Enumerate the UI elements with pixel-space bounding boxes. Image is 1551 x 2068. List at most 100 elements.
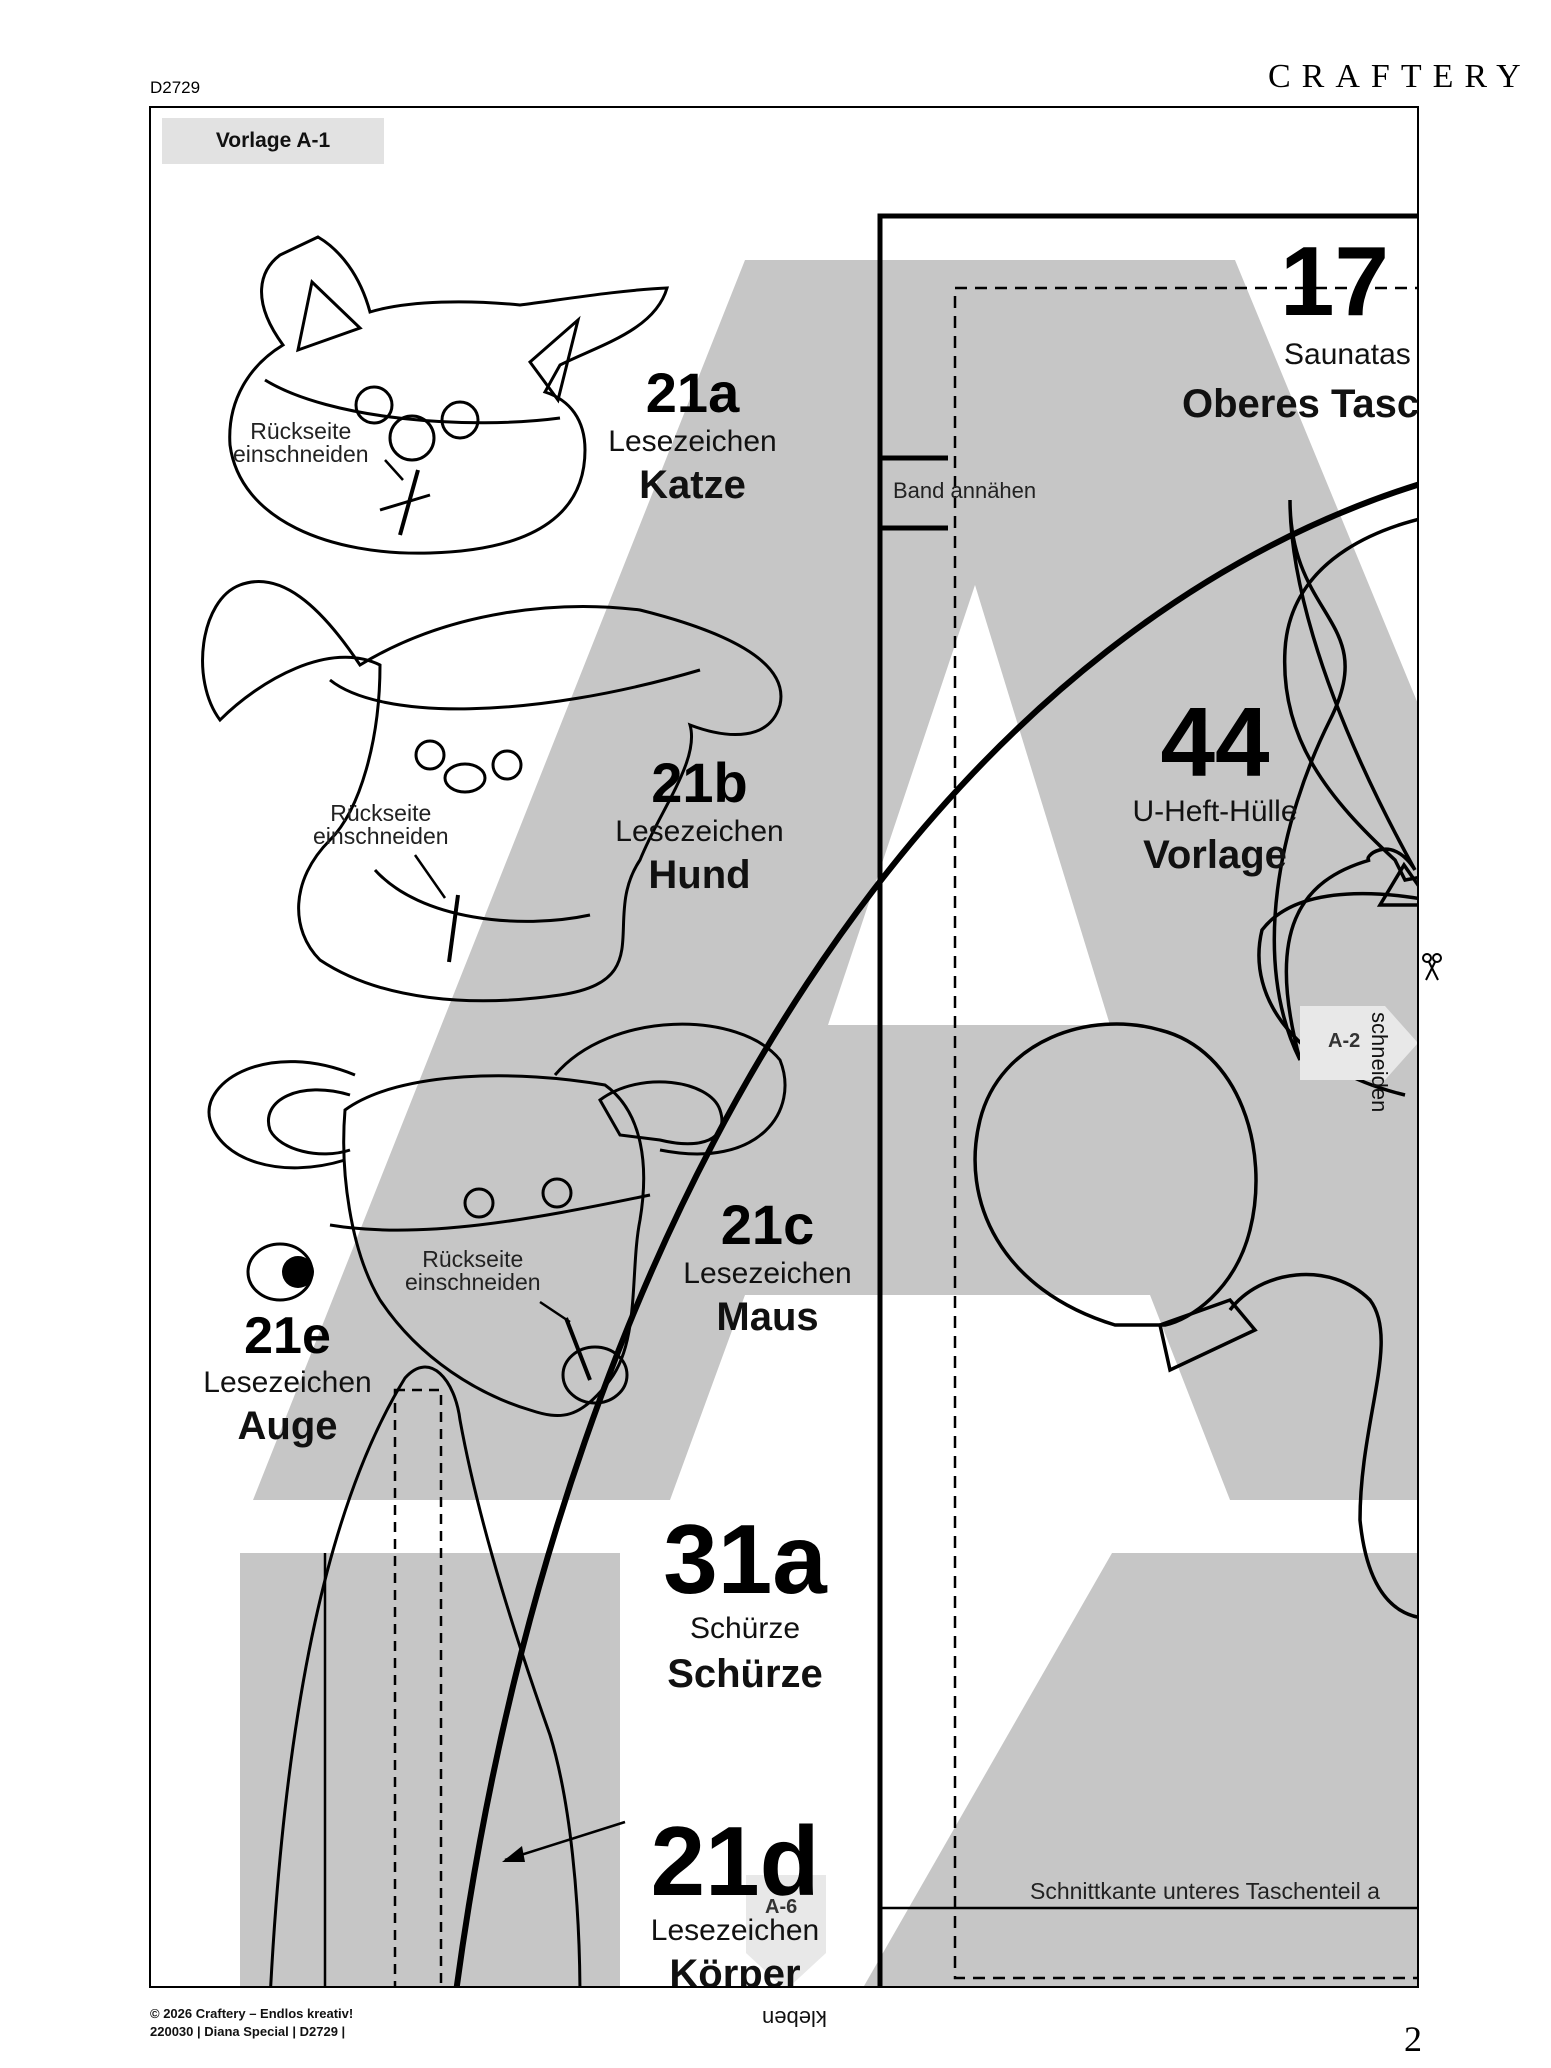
piece-name: Schürze — [667, 1652, 823, 1696]
piece-subtitle: Lesezeichen — [683, 1257, 852, 1290]
mouse-ear-left — [207, 1060, 356, 1170]
balloon-top-knot — [1376, 861, 1418, 907]
piece-subtitle: Saunatas — [1284, 338, 1411, 371]
note-line-1: Rückseite — [250, 418, 352, 444]
eye-piece-pupil — [282, 1256, 314, 1288]
piece-subtitle: Lesezeichen — [650, 1914, 820, 1947]
dog-arrow — [413, 854, 447, 899]
mouse-inner-ear-right — [598, 1080, 724, 1146]
scissors-icon — [1422, 953, 1442, 981]
dog-eye-left — [414, 739, 446, 771]
piece-subtitle: Schürze — [689, 1612, 801, 1645]
mouse-head-outline — [342, 1074, 646, 1417]
note-line-2: einschneiden — [233, 441, 369, 467]
footer-line-1: © 2026 Craftery – Endlos kreativ! — [150, 2006, 354, 2021]
connector-a6-shape — [746, 1875, 826, 1987]
mouse-eye-right — [541, 1177, 573, 1209]
balloon-left — [973, 1022, 1258, 1327]
note-line-2: einschneiden — [313, 823, 449, 849]
balloon-left-knot — [1157, 1297, 1258, 1373]
mouse-collar — [329, 1193, 651, 1232]
piece-name: Körper — [669, 1952, 801, 1986]
mouse-note: Rückseite einschneiden — [405, 1248, 541, 1294]
background-letter-a-bottom — [863, 1553, 1418, 1987]
dog-note: Rückseite einschneiden — [313, 802, 449, 848]
note-line-2: einschneiden — [405, 1269, 541, 1295]
balloon-large — [1272, 499, 1417, 1061]
piece-name: Katze — [639, 463, 746, 507]
piece-21e-label: 21e Lesezeichen Auge — [190, 1310, 385, 1446]
balloon-string — [1228, 1272, 1418, 1619]
piece-number: 21c — [720, 1193, 815, 1256]
piece-17-outline — [877, 213, 1418, 1987]
kleben-label: kleben — [762, 2006, 827, 2031]
mouse-eye-left — [463, 1187, 495, 1219]
connector-a2-shape — [1300, 1006, 1418, 1080]
piece-17-label: 17 Saunatas Oberes Tasc — [1180, 232, 1418, 432]
dog-cut-mark — [447, 894, 460, 963]
mouse-ear-right — [553, 1022, 787, 1156]
cat-ear-right — [527, 315, 581, 404]
background-block-left — [240, 1553, 620, 1987]
dog-eye-right — [491, 749, 523, 781]
background-letter-a-hole — [828, 585, 1110, 1025]
page-frame — [149, 106, 1419, 1988]
piece-number: 21e — [244, 1307, 331, 1365]
document-code: D2729 — [150, 78, 201, 97]
connector-a2: A-2 — [1328, 1030, 1361, 1052]
note-line-1: Rückseite — [330, 800, 432, 826]
cat-cut-cross — [379, 493, 431, 512]
cat-arrow — [384, 459, 404, 481]
cat-eye-left — [354, 385, 394, 425]
mouse-nose — [561, 1345, 629, 1405]
piece-number: 21d — [650, 1812, 820, 1916]
piece-subtitle: U-Heft-Hülle — [1132, 795, 1298, 828]
balloon-top-outline — [1282, 517, 1418, 882]
schnittkante-note: Schnittkante unteres Taschenteil a — [1030, 1880, 1380, 1904]
mouse-arrow — [539, 1300, 571, 1324]
piece-subtitle: Lesezeichen — [615, 815, 784, 848]
piece-number: 31a — [663, 1504, 827, 1614]
body-arrow-line — [504, 1820, 626, 1862]
piece-name: Vorlage — [1143, 833, 1287, 877]
cat-eye-right — [440, 400, 480, 440]
dog-collar — [329, 668, 701, 711]
piece-21d-label: 21d Lesezeichen Körper — [600, 1812, 870, 1986]
piece-21b-label: 21b Lesezeichen Hund — [597, 751, 802, 897]
body-seam-dashed — [393, 1388, 443, 1987]
cat-nose — [388, 414, 436, 462]
piece-number: 17 — [1280, 232, 1390, 336]
piece-21a-label: 21a Lesezeichen Katze — [590, 361, 795, 507]
note-line-1: Rückseite — [422, 1246, 524, 1272]
connector-a6: A-6 — [765, 1896, 798, 1918]
piece-number: 44 — [1160, 687, 1270, 797]
body-arrow-head — [502, 1846, 525, 1862]
piece-17-seam-line — [953, 286, 1418, 1980]
piece-21c-label: 21c Lesezeichen Maus — [665, 1193, 870, 1339]
band-annaehen-note: Band annähen — [893, 478, 1037, 503]
piece-number: 21a — [645, 361, 740, 424]
dog-nose — [443, 762, 487, 794]
cat-note: Rückseite einschneiden — [233, 420, 369, 466]
piece-number: 21b — [651, 751, 748, 814]
piece-name: Oberes Tasc — [1182, 382, 1418, 426]
body-outline — [269, 1365, 582, 1987]
brand-logo: CRAFTERY — [1268, 58, 1532, 95]
piece-name: Maus — [716, 1295, 819, 1339]
mouse-cut-mark — [564, 1317, 592, 1381]
mouse-inner-ear-left — [267, 1088, 351, 1156]
footer-line-2: 220030 | Diana Special | D2729 | — [150, 2024, 346, 2039]
schneiden-label: schneiden — [1367, 1012, 1392, 1113]
page-number: 2 — [1404, 2019, 1422, 2059]
schnittkante-note-wrap: Schnittkante unteres Taschenteil a — [1030, 1880, 1418, 1912]
piece-31a-label: 31a Schürze Schürze — [610, 1510, 880, 1694]
piece-name: Auge — [237, 1404, 338, 1448]
dog-head-outline — [201, 580, 783, 1003]
dog-mouth — [373, 868, 591, 923]
piece-subtitle: Lesezeichen — [203, 1366, 372, 1399]
template-label: Vorlage A-1 — [162, 118, 384, 164]
piece-name: Hund — [648, 853, 751, 897]
cat-head-outline — [228, 235, 670, 555]
cat-ear-left — [295, 279, 363, 353]
